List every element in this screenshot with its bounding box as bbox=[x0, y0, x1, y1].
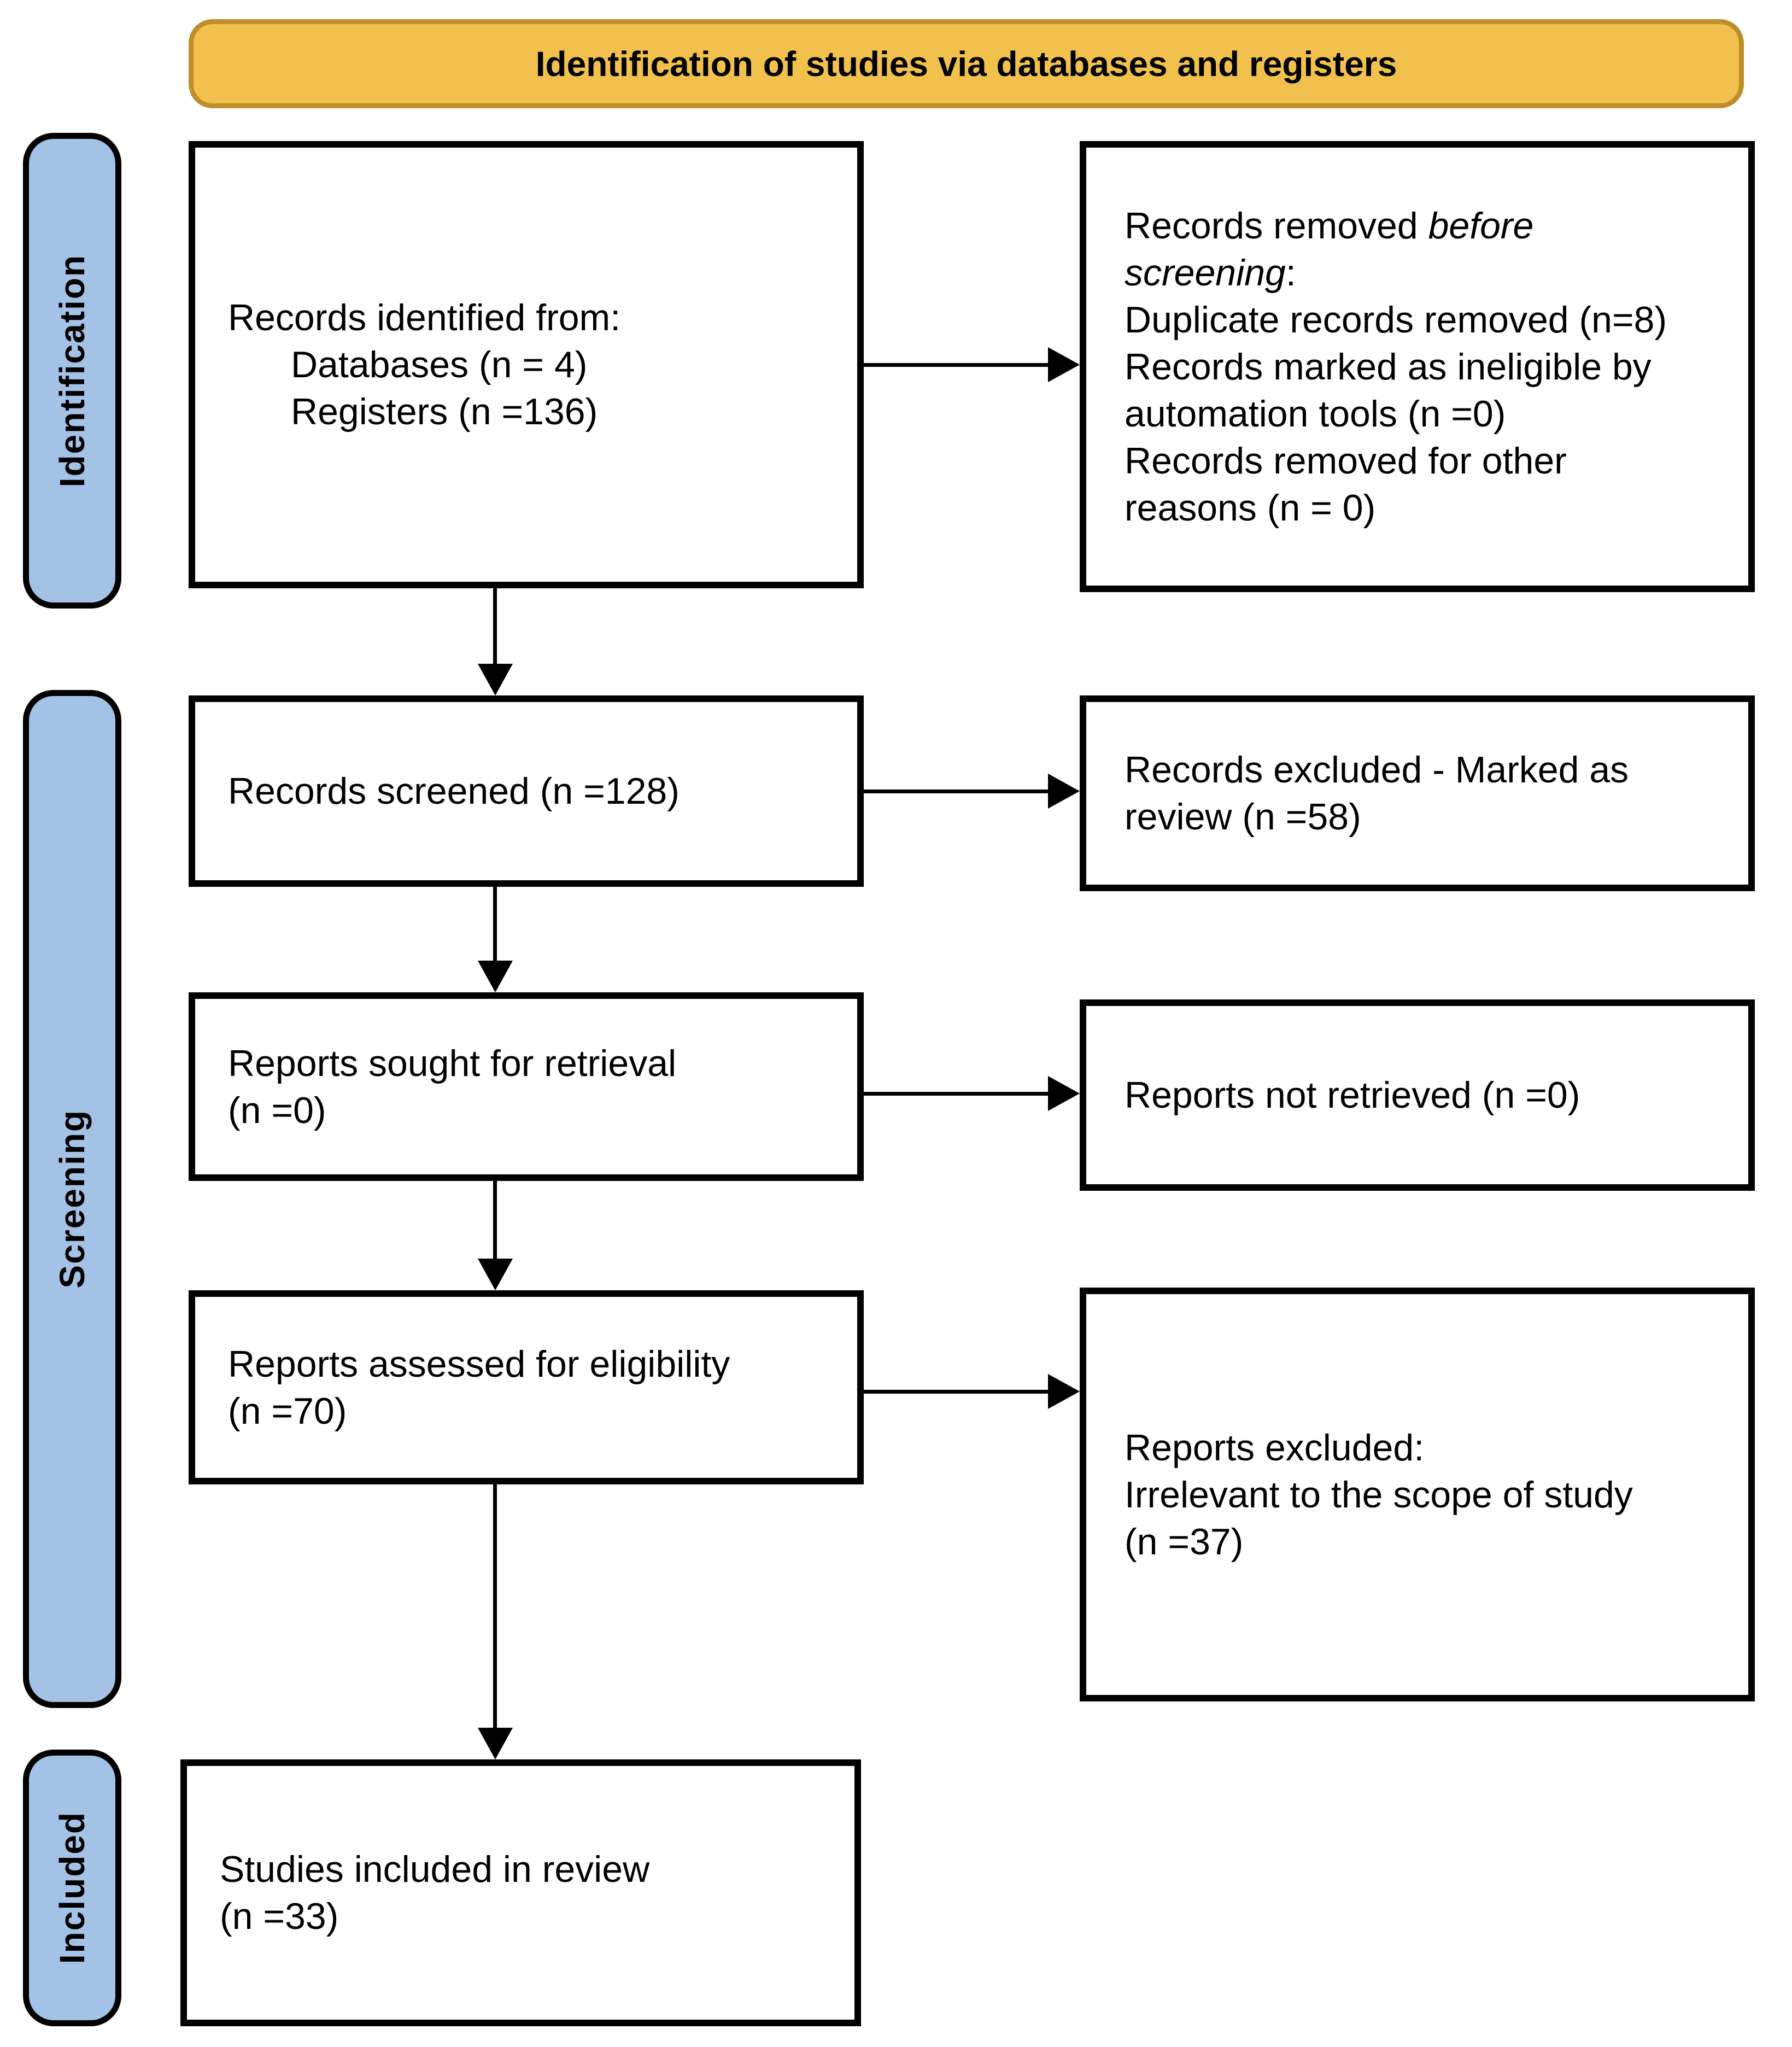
arrow-identified-to-screened-line bbox=[493, 588, 497, 664]
box-reports-sought: Reports sought for retrieval (n =0) bbox=[189, 992, 864, 1181]
records-identified-line1: Records identified from: bbox=[228, 297, 621, 338]
reports-assessed-line2: (n =70) bbox=[228, 1390, 347, 1432]
arrow-screened-to-excluded-line bbox=[864, 789, 1049, 793]
box-records-excluded: Records excluded - Marked as review (n =… bbox=[1080, 695, 1755, 891]
box-records-identified: Records identified from: Databases (n = … bbox=[189, 141, 864, 588]
arrow-screened-to-sought-head bbox=[478, 961, 513, 992]
records-excluded-line1: Records excluded - Marked as bbox=[1125, 749, 1629, 791]
records-screened-line1: Records screened (n =128) bbox=[228, 770, 680, 812]
stage-pill-included: Included bbox=[23, 1750, 121, 2026]
reports-excluded-line1: Reports excluded: bbox=[1125, 1426, 1425, 1469]
box-reports-not-retrieved: Reports not retrieved (n =0) bbox=[1080, 999, 1755, 1191]
arrow-screened-to-excluded-head bbox=[1048, 774, 1080, 809]
stage-label-included: Included bbox=[52, 1811, 92, 1964]
reports-sought-line2: (n =0) bbox=[228, 1089, 326, 1131]
records-removed-other-line2: reasons (n = 0) bbox=[1125, 487, 1376, 529]
arrow-identified-to-removed-line bbox=[864, 363, 1049, 367]
arrow-assessed-to-reports-excluded-line bbox=[864, 1390, 1049, 1394]
records-removed-italic-before: before bbox=[1428, 204, 1534, 247]
arrow-sought-to-not-retrieved-head bbox=[1048, 1076, 1080, 1111]
reports-assessed-line1: Reports assessed for eligibility bbox=[228, 1343, 730, 1385]
box-studies-included: Studies included in review (n =33) bbox=[180, 1759, 861, 2026]
records-removed-intro-line2: screening: bbox=[1125, 252, 1296, 294]
banner-title: Identification of studies via databases … bbox=[535, 44, 1397, 84]
stage-label-screening: Screening bbox=[52, 1109, 92, 1289]
reports-sought-line1: Reports sought for retrieval bbox=[228, 1042, 677, 1084]
reports-excluded-line2: Irrelevant to the scope of study bbox=[1125, 1473, 1633, 1516]
records-removed-ineligible-line2: automation tools (n =0) bbox=[1125, 393, 1506, 435]
arrow-assessed-to-included-head bbox=[478, 1728, 513, 1759]
arrow-identified-to-removed-head bbox=[1048, 347, 1080, 382]
studies-included-line1: Studies included in review bbox=[220, 1849, 650, 1890]
records-removed-intro-line1: Records removed before bbox=[1125, 204, 1534, 247]
arrow-sought-to-not-retrieved-line bbox=[864, 1092, 1049, 1096]
reports-not-retrieved-line1: Reports not retrieved (n =0) bbox=[1125, 1074, 1580, 1116]
stage-pill-screening: Screening bbox=[23, 690, 121, 1708]
box-reports-excluded: Reports excluded: Irrelevant to the scop… bbox=[1080, 1288, 1755, 1701]
box-records-screened: Records screened (n =128) bbox=[189, 695, 864, 887]
records-removed-italic-screening: screening bbox=[1125, 252, 1286, 294]
box-records-removed: Records removed before screening: Duplic… bbox=[1080, 141, 1755, 592]
arrow-sought-to-assessed-head bbox=[478, 1259, 513, 1290]
records-excluded-line2: review (n =58) bbox=[1125, 796, 1361, 838]
arrow-screened-to-sought-line bbox=[493, 887, 497, 961]
studies-included-line2: (n =33) bbox=[220, 1896, 339, 1937]
records-identified-line2: Databases (n = 4) bbox=[291, 344, 588, 385]
stage-label-identification: Identification bbox=[52, 254, 92, 488]
arrow-sought-to-assessed-line bbox=[493, 1181, 497, 1259]
records-removed-ineligible-line1: Records marked as ineligible by bbox=[1125, 346, 1652, 388]
records-identified-line3: Registers (n =136) bbox=[291, 391, 598, 432]
box-reports-assessed: Reports assessed for eligibility (n =70) bbox=[189, 1290, 864, 1484]
arrow-assessed-to-included-line bbox=[493, 1484, 497, 1728]
arrow-assessed-to-reports-excluded-head bbox=[1048, 1374, 1080, 1409]
arrow-identified-to-screened-head bbox=[478, 664, 513, 695]
records-removed-duplicates: Duplicate records removed (n=8) bbox=[1125, 299, 1667, 341]
stage-pill-identification: Identification bbox=[23, 133, 121, 609]
records-removed-other-line1: Records removed for other bbox=[1125, 440, 1567, 482]
reports-excluded-line3: (n =37) bbox=[1125, 1520, 1244, 1563]
banner-identification-via-databases: Identification of studies via databases … bbox=[189, 19, 1744, 108]
